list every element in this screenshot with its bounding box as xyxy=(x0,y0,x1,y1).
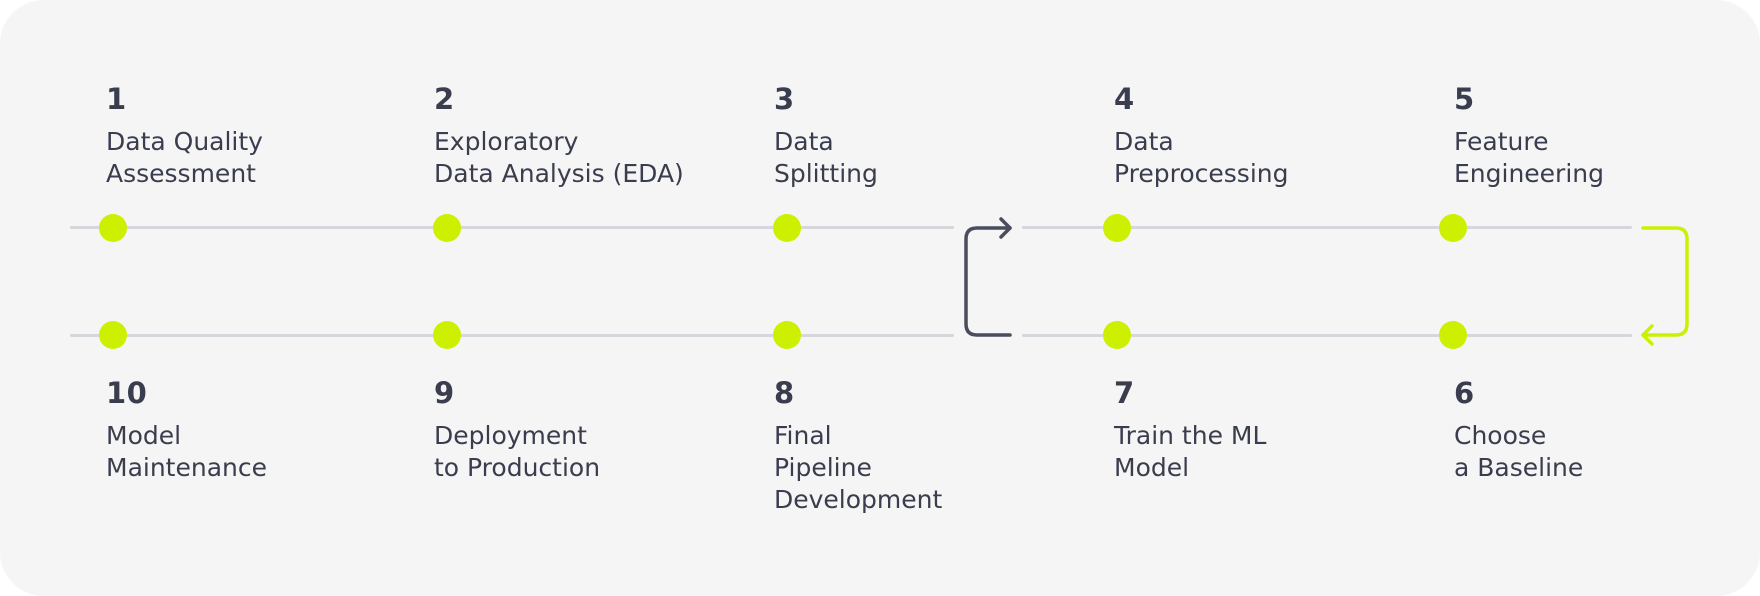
step-3: 3 Data Splitting xyxy=(774,82,1074,190)
loop-up-arrow-icon xyxy=(964,226,1012,337)
step-label: Train the ML Model xyxy=(1114,421,1267,482)
step-number: 3 xyxy=(774,82,795,116)
step-number: 8 xyxy=(774,376,795,410)
step-label: Feature Engineering xyxy=(1454,127,1604,188)
step-label: Deployment to Production xyxy=(434,421,601,482)
step-5-dot xyxy=(1439,214,1467,242)
step-4: 4 Data Preprocessing xyxy=(1114,82,1414,190)
loop-down-arrow-icon xyxy=(1641,226,1689,337)
step-label: Choose a Baseline xyxy=(1454,421,1584,482)
step-2-dot xyxy=(433,214,461,242)
step-number: 5 xyxy=(1454,82,1475,116)
step-number: 1 xyxy=(106,82,127,116)
step-label: Model Maintenance xyxy=(106,421,267,482)
step-1-dot xyxy=(99,214,127,242)
top-track-left xyxy=(70,226,954,229)
step-number: 10 xyxy=(106,376,148,410)
step-number: 6 xyxy=(1454,376,1475,410)
step-5: 5 Feature Engineering xyxy=(1454,82,1704,190)
bottom-track-right xyxy=(1022,334,1632,337)
loop-up-arrowhead-icon xyxy=(999,217,1012,239)
step-4-dot xyxy=(1103,214,1131,242)
step-number: 7 xyxy=(1114,376,1135,410)
step-number: 9 xyxy=(434,376,455,410)
loop-down-arrowhead-icon xyxy=(1641,324,1654,346)
step-label: Data Splitting xyxy=(774,127,878,188)
step-9-dot xyxy=(433,321,461,349)
step-10: 10 Model Maintenance xyxy=(106,376,406,484)
top-track-right xyxy=(1022,226,1632,229)
step-9: 9 Deployment to Production xyxy=(434,376,734,484)
step-7-dot xyxy=(1103,321,1131,349)
step-6-dot xyxy=(1439,321,1467,349)
step-6: 6 Choose a Baseline xyxy=(1454,376,1704,484)
step-10-dot xyxy=(99,321,127,349)
step-7: 7 Train the ML Model xyxy=(1114,376,1414,484)
step-1: 1 Data Quality Assessment xyxy=(106,82,406,190)
step-number: 2 xyxy=(434,82,455,116)
step-3-dot xyxy=(773,214,801,242)
step-label: Exploratory Data Analysis (EDA) xyxy=(434,127,684,188)
step-label: Final Pipeline Development xyxy=(774,421,943,514)
bottom-track-left xyxy=(70,334,954,337)
step-8-dot xyxy=(773,321,801,349)
step-label: Data Quality Assessment xyxy=(106,127,263,188)
step-label: Data Preprocessing xyxy=(1114,127,1289,188)
step-2: 2 Exploratory Data Analysis (EDA) xyxy=(434,82,754,190)
step-number: 4 xyxy=(1114,82,1135,116)
step-8: 8 Final Pipeline Development xyxy=(774,376,1074,516)
